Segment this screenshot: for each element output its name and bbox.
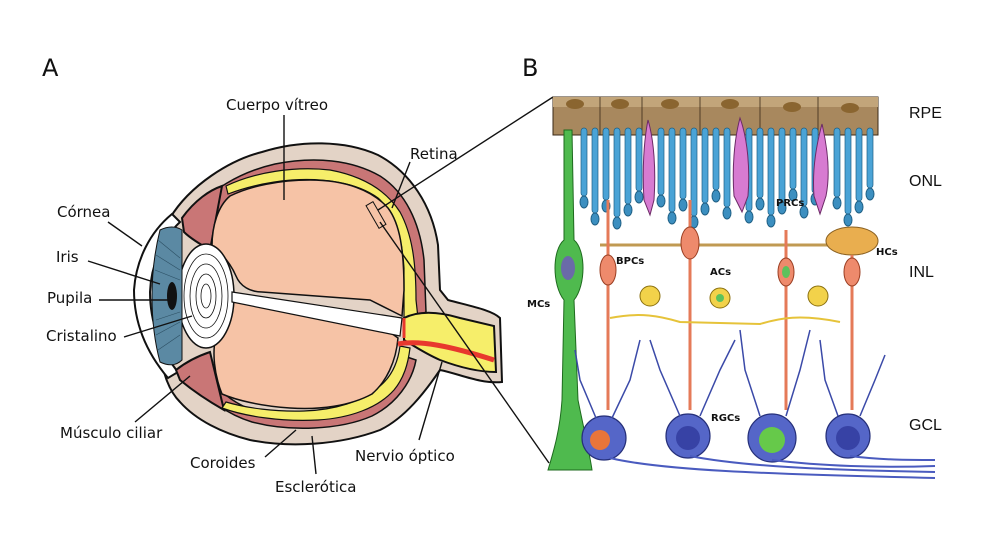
iris-striations (154, 239, 181, 351)
cell-label-bpcs: BPCs (616, 256, 644, 267)
rod-nucleus (590, 212, 600, 226)
rod-nucleus (700, 202, 710, 216)
rod-nucleus (623, 203, 633, 217)
rod-nucleus (711, 189, 721, 203)
muller-nucleus (561, 256, 575, 280)
rod-cell (657, 127, 665, 196)
rod-cell (800, 127, 808, 207)
bipolar-nucleus (782, 266, 790, 278)
ganglion-nucleus-2 (836, 426, 860, 450)
rod-nucleus (766, 214, 776, 228)
cell-label-mcs: MCs (527, 299, 550, 310)
rod-nucleus (579, 195, 589, 209)
rod-cell (844, 127, 852, 215)
retina-cell-diagram (547, 96, 936, 479)
label-cornea: Córnea (57, 203, 110, 221)
rod-nucleus (667, 211, 677, 225)
amacrine-nucleus (716, 294, 724, 302)
ganglion-nucleus (676, 426, 700, 450)
rod-cell (866, 127, 874, 189)
hyaloid-canal (231, 291, 403, 337)
eye-diagram (132, 142, 504, 446)
label-pupil: Pupila (47, 289, 92, 307)
rod-cell (767, 127, 775, 216)
rod-nucleus (777, 201, 787, 215)
layer-rpe: RPE (909, 105, 942, 122)
ganglion-nucleus-green (759, 427, 785, 453)
cell-label-hcs: HCs (876, 247, 898, 258)
rod-cell (701, 127, 709, 204)
rod-cell (778, 127, 786, 203)
horizontal-cell (825, 226, 879, 256)
label-ciliary-muscle: Músculo ciliar (60, 424, 163, 442)
rod-cell (690, 127, 698, 217)
ganglion-axons (609, 455, 936, 479)
rod-cell (712, 127, 720, 191)
rod-nucleus (678, 198, 688, 212)
iris (151, 226, 183, 366)
rod-cell (635, 127, 643, 192)
rod-nucleus (865, 187, 875, 201)
rod-cell (833, 127, 841, 198)
label-retina: Retina (410, 145, 458, 163)
optic-nerve-vessel (397, 340, 495, 363)
photoreceptor-cones (642, 116, 829, 217)
rod-cell (789, 127, 797, 190)
lens (177, 243, 235, 349)
ganglion-nucleus-orange (590, 430, 610, 450)
rod-cell (679, 127, 687, 200)
rod-nucleus (656, 194, 666, 208)
optic-nerve (403, 311, 498, 374)
rod-nucleus (634, 190, 644, 204)
rod-nucleus (854, 200, 864, 214)
ciliary-muscle-lower (174, 350, 226, 413)
label-iris: Iris (56, 248, 79, 266)
rod-cell (624, 127, 632, 205)
rod-cell (591, 127, 599, 214)
label-sclera: Esclerótica (275, 478, 356, 496)
muller-cell (547, 129, 593, 471)
rod-cell (756, 127, 764, 199)
rod-nucleus (788, 188, 798, 202)
panel-b-letter: B (522, 54, 538, 82)
pupil (167, 282, 177, 310)
rod-cell (602, 127, 610, 201)
layer-onl: ONL (909, 173, 942, 190)
rod-nucleus (744, 210, 754, 224)
rod-nucleus (722, 206, 732, 220)
rod-cell (613, 127, 621, 218)
rod-nucleus (755, 197, 765, 211)
label-optic-nerve: Nervio óptico (355, 447, 455, 465)
amacrine-cells (609, 285, 841, 326)
rod-cell (855, 127, 863, 202)
callout-lines (87, 96, 554, 475)
rod-nucleus (612, 216, 622, 230)
rod-cell (723, 127, 731, 208)
retina-lower (221, 345, 411, 421)
ganglion-dendrites (574, 329, 886, 419)
rod-cell (668, 127, 676, 213)
layer-gcl: GCL (909, 417, 942, 434)
rod-nucleus (832, 196, 842, 210)
panel-a-letter: A (42, 54, 59, 82)
label-lens: Cristalino (46, 327, 117, 345)
bipolar-cells (599, 200, 861, 410)
rod-nucleus (799, 205, 809, 219)
photoreceptor-rods (579, 127, 875, 230)
cell-label-acs: ACs (710, 267, 731, 278)
label-vitreous: Cuerpo vítreo (226, 96, 328, 114)
rod-cell (580, 127, 588, 197)
label-choroid: Coroides (190, 454, 256, 472)
layer-inl: INL (909, 264, 934, 281)
cell-label-prcs: PRCs (776, 198, 804, 209)
cell-label-rgcs: RGCs (711, 413, 740, 424)
rod-nucleus (843, 213, 853, 227)
